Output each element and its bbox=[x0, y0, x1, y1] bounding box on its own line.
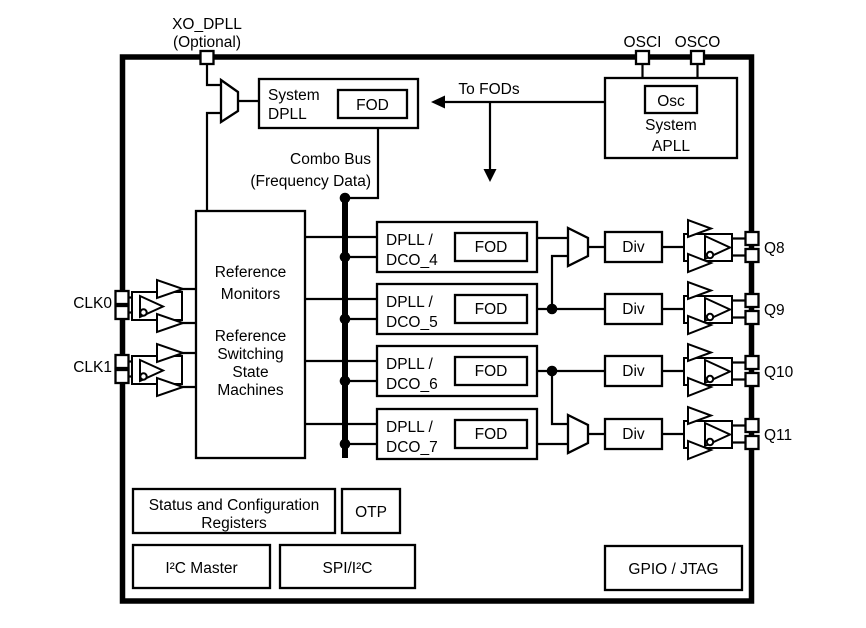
dpll-4-fod-label: FOD bbox=[475, 239, 508, 256]
system-apll-label-line1: System bbox=[645, 117, 697, 134]
osco-label: OSCO bbox=[675, 34, 721, 51]
q10-label: Q10 bbox=[764, 364, 794, 381]
osci-label: OSCI bbox=[624, 34, 662, 51]
to-fods-down-arrowhead bbox=[483, 169, 497, 182]
otp-block: OTP bbox=[340, 487, 402, 535]
dpll-6-label-line2: DCO_6 bbox=[386, 376, 438, 393]
osco-pin bbox=[689, 49, 706, 66]
status-registers-label-line2: Registers bbox=[201, 515, 267, 532]
clk1-pin-p bbox=[114, 353, 130, 370]
div-q11-label: Div bbox=[622, 426, 645, 443]
dpll-7-label-line1: DPLL / bbox=[386, 419, 434, 436]
q8-pin-n bbox=[744, 247, 760, 264]
package-pins bbox=[114, 49, 760, 451]
q9-label: Q9 bbox=[764, 302, 785, 319]
status-registers-label-line1: Status and Configuration bbox=[149, 497, 320, 514]
q9-pin-n bbox=[744, 309, 760, 326]
reference-label-3: Reference bbox=[215, 328, 287, 345]
clk1-label: CLK1 bbox=[73, 359, 112, 376]
dpll-4-label-line1: DPLL / bbox=[386, 232, 434, 249]
clk0-label: CLK0 bbox=[73, 295, 112, 312]
div-q9-label: Div bbox=[622, 301, 645, 318]
dpll-7-label-line2: DCO_7 bbox=[386, 439, 438, 456]
xo-ref-mux bbox=[219, 77, 240, 125]
xo-dpll-label-line1: XO_DPLL bbox=[172, 16, 242, 33]
q9-pin-p bbox=[744, 292, 760, 309]
system-dpll-label-line1: System bbox=[268, 87, 320, 104]
osc-label: Osc bbox=[657, 93, 685, 110]
system-apll-label-line2: APLL bbox=[652, 138, 690, 155]
to-fods-left-arrowhead bbox=[431, 95, 445, 109]
clk0-pin-n bbox=[114, 304, 130, 321]
i2c-master-block: I²C Master bbox=[131, 543, 272, 590]
div-q8-label: Div bbox=[622, 239, 645, 256]
reference-label-5: State bbox=[232, 364, 268, 381]
q8-mux bbox=[566, 226, 590, 268]
status-registers-block: Status and Configuration Registers bbox=[131, 487, 337, 535]
reference-label-1: Reference bbox=[215, 264, 287, 281]
xo-dpll-pin bbox=[199, 49, 215, 66]
xo-dpll-label-line2: (Optional) bbox=[173, 34, 241, 51]
q11-label: Q11 bbox=[764, 427, 792, 444]
dpll-4-label-line2: DCO_4 bbox=[386, 252, 438, 269]
q10-pin-p bbox=[744, 354, 760, 371]
bus-junction-dots bbox=[339, 192, 558, 450]
dpll-5-fod-label: FOD bbox=[475, 301, 508, 318]
dpll-dco-4-block: DPLL / DCO_4 FOD bbox=[375, 220, 539, 274]
reference-block: Reference Monitors Reference Switching S… bbox=[194, 209, 307, 460]
dpll-7-fod-label: FOD bbox=[475, 426, 508, 443]
dpll-5-label-line2: DCO_5 bbox=[386, 314, 438, 331]
q8-label: Q8 bbox=[764, 240, 785, 257]
i2c-master-label: I²C Master bbox=[165, 560, 237, 577]
spi-i2c-block: SPI/I²C bbox=[278, 543, 417, 590]
clk1-pin-n bbox=[114, 368, 130, 385]
q10-pin-n bbox=[744, 371, 760, 388]
dpll-dco-5-block: DPLL / DCO_5 FOD bbox=[375, 282, 539, 336]
system-dpll-label-line2: DPLL bbox=[268, 106, 307, 123]
q11-pin-n bbox=[744, 434, 760, 451]
combo-bus-label-line2: (Frequency Data) bbox=[250, 173, 371, 190]
q11-mux bbox=[566, 413, 590, 455]
div-q10-label: Div bbox=[622, 363, 645, 380]
dpll-6-fod-label: FOD bbox=[475, 363, 508, 380]
osci-pin bbox=[634, 49, 651, 66]
combo-bus-label-line1: Combo Bus bbox=[290, 151, 371, 168]
wires bbox=[126, 64, 747, 446]
dpll-dco-6-block: DPLL / DCO_6 FOD bbox=[375, 344, 539, 398]
otp-label: OTP bbox=[355, 504, 387, 521]
dpll-5-label-line1: DPLL / bbox=[386, 294, 434, 311]
system-dpll-fod-label: FOD bbox=[356, 97, 389, 114]
div-blocks: Div Div Div Div bbox=[603, 230, 664, 451]
to-fods-label: To FODs bbox=[458, 81, 519, 98]
reference-label-6: Machines bbox=[217, 382, 284, 399]
reference-label-2: Monitors bbox=[221, 286, 281, 303]
dpll-6-label-line1: DPLL / bbox=[386, 356, 434, 373]
system-apll-block: Osc System APLL bbox=[603, 76, 739, 160]
dpll-dco-7-block: DPLL / DCO_7 FOD bbox=[375, 407, 539, 461]
reference-label-4: Switching bbox=[217, 346, 283, 363]
clk0-pin-p bbox=[114, 289, 130, 306]
system-dpll-block: System DPLL FOD bbox=[257, 77, 420, 130]
gpio-jtag-block: GPIO / JTAG bbox=[603, 544, 744, 592]
q11-pin-p bbox=[744, 417, 760, 434]
spi-i2c-label: SPI/I²C bbox=[323, 560, 373, 577]
q8-pin-p bbox=[744, 230, 760, 247]
gpio-jtag-label: GPIO / JTAG bbox=[628, 561, 718, 578]
